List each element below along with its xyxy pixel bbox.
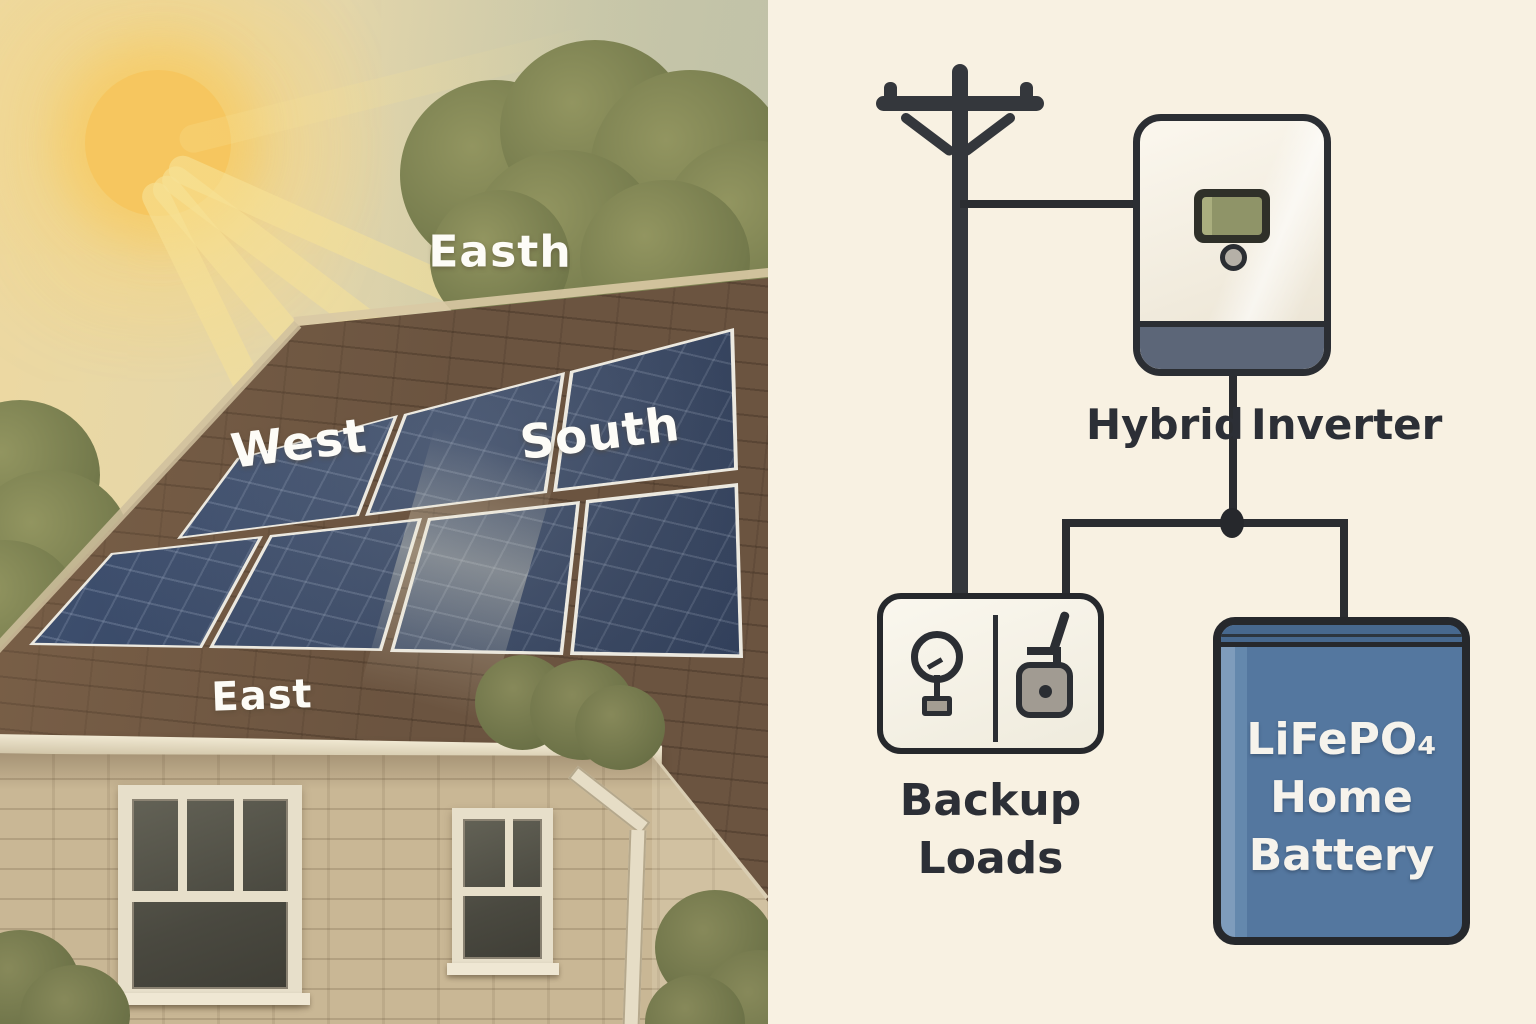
window-large: [110, 785, 310, 1005]
battery-label-line1: LiFePO₄: [1246, 714, 1437, 765]
window-muntin: [505, 819, 513, 887]
backup-loads-label: Backup Loads: [877, 772, 1104, 888]
plug-outlet-hole: [1039, 685, 1052, 698]
icon-divider: [993, 615, 998, 742]
backup-loads-label-line1: Backup: [899, 775, 1082, 826]
pole-insulator: [1020, 82, 1033, 99]
window-sill: [447, 963, 559, 975]
inverter-screen: [1202, 197, 1262, 235]
inverter-display-icon: [1194, 189, 1270, 243]
inverter-label-left: Hybrid: [1086, 400, 1244, 449]
wire-junction-horizontal: [1062, 519, 1348, 527]
inverter-button-icon: [1220, 244, 1247, 271]
wire-grid-to-inverter: [960, 200, 1135, 208]
pole-brace: [898, 111, 957, 158]
inverter-bottom-band: [1140, 321, 1324, 369]
backup-loads-box: [877, 593, 1104, 754]
pole-brace: [959, 111, 1018, 158]
inverter-label-right: Inverter: [1251, 400, 1443, 449]
battery-label: LiFePO₄ Home Battery: [1221, 711, 1462, 885]
utility-pole-crossarm: [876, 96, 1044, 111]
wire-junction-to-battery: [1340, 519, 1348, 619]
battery-band-line: [1221, 634, 1462, 637]
orientation-label-easth: Easth: [428, 226, 572, 278]
wire-junction-to-backup: [1062, 519, 1070, 595]
system-diagram: Hybrid Inverter Backup Loads LiFePO₄ Hom…: [768, 0, 1536, 1024]
plug-cord: [1027, 647, 1061, 655]
window-small: [447, 808, 559, 975]
house-illustration: Easth West South East: [0, 0, 768, 1024]
solar-panel: [214, 521, 418, 649]
utility-pole-icon: [952, 64, 968, 594]
battery-label-line3: Battery: [1248, 830, 1435, 881]
window-muntin: [178, 799, 187, 891]
battery-label-line2: Home: [1270, 772, 1413, 823]
battery-top-band: [1221, 625, 1462, 647]
solar-panel-array: [29, 328, 743, 658]
pole-insulator: [884, 82, 897, 99]
orientation-label-east: East: [210, 671, 314, 721]
hybrid-inverter: [1133, 114, 1331, 376]
window-sill: [110, 993, 310, 1005]
home-battery: LiFePO₄ Home Battery: [1213, 617, 1470, 945]
plug-cord: [1053, 649, 1061, 669]
window-sash-bar: [130, 891, 290, 902]
solar-panel: [574, 487, 740, 655]
lightbulb-stem: [934, 675, 940, 697]
backup-loads-label-line2: Loads: [917, 833, 1064, 884]
lightbulb-base: [922, 696, 952, 716]
wire-inverter-to-junction: [1229, 374, 1237, 522]
window-muntin: [234, 799, 243, 891]
junction-node: [1220, 508, 1244, 538]
window-sash-bar: [461, 887, 544, 896]
